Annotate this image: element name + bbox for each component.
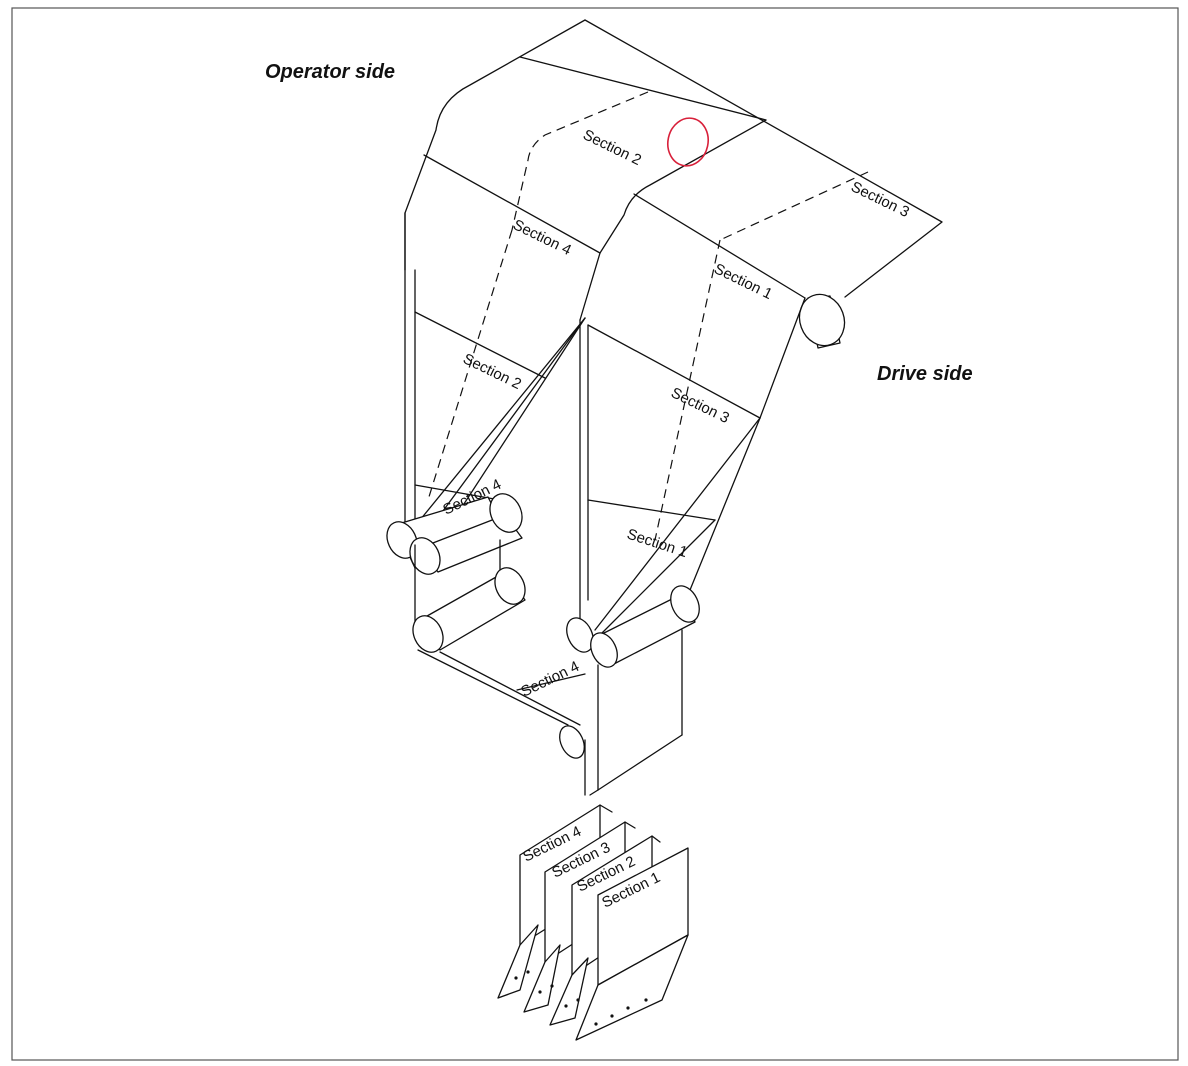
highlight-circle bbox=[667, 117, 709, 167]
output-stack bbox=[497, 789, 689, 1041]
operator-side-label: Operator side bbox=[265, 61, 395, 83]
drive-vertical-web bbox=[587, 239, 806, 636]
drive-rollers bbox=[566, 585, 700, 796]
drive-side-roller bbox=[798, 293, 846, 349]
drive-side-label: Drive side bbox=[877, 363, 973, 385]
operator-upper-rollers bbox=[386, 493, 523, 575]
top-web bbox=[404, 19, 943, 299]
operator-lower-roller bbox=[412, 539, 586, 759]
operator-vertical-web bbox=[404, 212, 601, 626]
